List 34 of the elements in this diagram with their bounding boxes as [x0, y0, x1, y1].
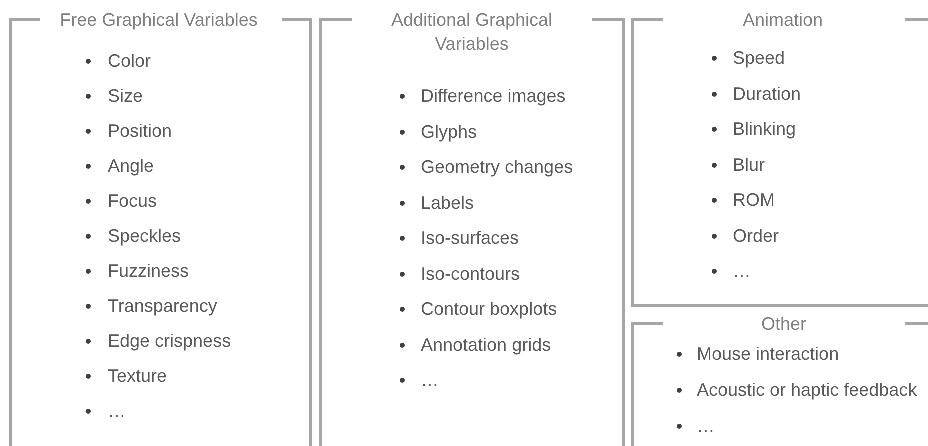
- list-item-text: Speckles: [108, 225, 182, 247]
- list-item-text: Size: [108, 85, 144, 107]
- list-item-text: Annotation grids: [421, 334, 552, 356]
- list-item-text: Iso-contours: [421, 262, 520, 284]
- panel-heading: Other: [760, 313, 808, 336]
- panel-heading: Animation: [742, 9, 824, 32]
- list-item-text: Edge crispness: [108, 330, 232, 352]
- list-item-text: Iso-surfaces: [421, 227, 520, 249]
- list-item-text: Labels: [421, 192, 474, 214]
- list-item-text: Angle: [108, 155, 154, 177]
- list-item-text: …: [421, 369, 439, 391]
- list-item-text: Speed: [733, 47, 786, 69]
- list-item-text: Difference images: [421, 85, 566, 107]
- list-item-text: Blinking: [733, 118, 796, 140]
- list-item-text: Duration: [733, 82, 802, 104]
- list-item-text: Transparency: [108, 295, 218, 317]
- list-item-text: Glyphs: [421, 120, 478, 142]
- list-item-text: Blur: [733, 154, 766, 176]
- list-item-text: Order: [733, 224, 780, 246]
- list-item-text: Acoustic or haptic feedback: [697, 379, 918, 401]
- list-item-text: …: [697, 415, 715, 437]
- list-item-text: Mouse interaction: [697, 343, 840, 365]
- list-item-text: Geometry changes: [421, 156, 574, 178]
- list-item-text: Contour boxplots: [421, 298, 558, 320]
- list-item-text: Texture: [108, 365, 168, 387]
- list-item-text: …: [733, 260, 751, 282]
- list-item-text: ROM: [733, 189, 775, 211]
- panel-heading: Additional Graphical Variables: [390, 9, 554, 56]
- list-item-text: …: [108, 400, 126, 422]
- list-item-text: Position: [108, 120, 172, 142]
- list-item-text: Focus: [108, 190, 158, 212]
- panel-heading: Free Graphical Variables: [59, 9, 259, 32]
- list-item-text: Color: [108, 50, 152, 72]
- list-item-text: Fuzziness: [108, 260, 190, 282]
